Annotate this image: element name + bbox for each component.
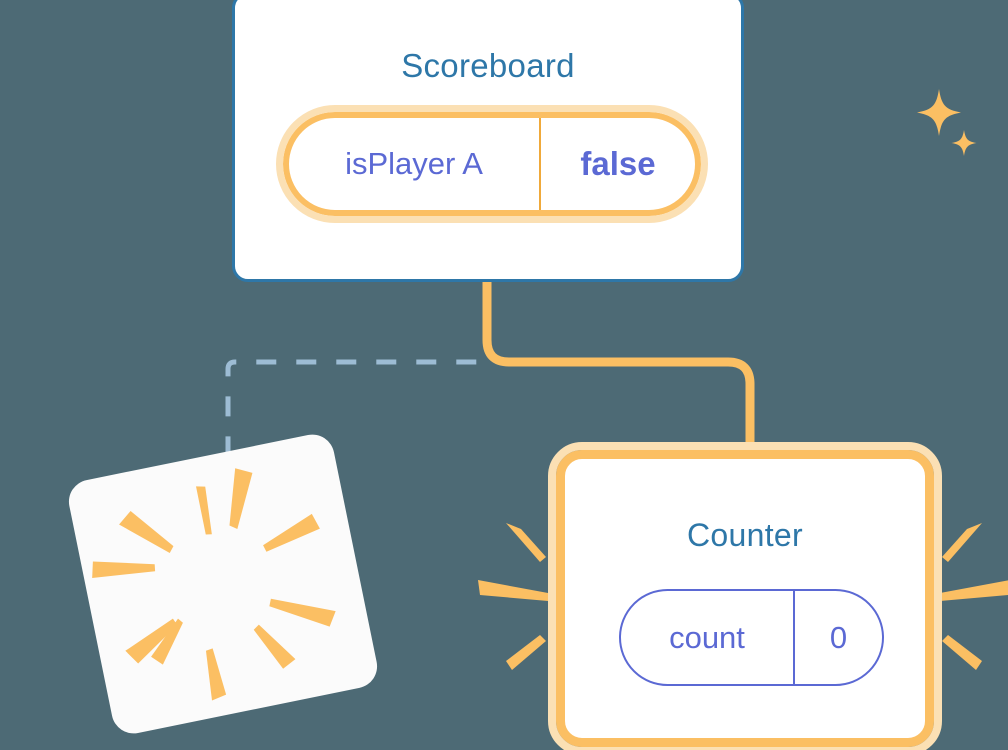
counter-burst-rays-left-icon xyxy=(478,523,548,670)
connector-solid-to-counter-card xyxy=(482,282,755,470)
scoreboard-state-key: isPlayer A xyxy=(289,118,541,210)
counter-card[interactable]: Counter count 0 xyxy=(548,442,942,750)
counter-state-key: count xyxy=(621,591,795,684)
sparkle-star-icon xyxy=(917,89,977,156)
scoreboard-card-title: Scoreboard xyxy=(401,47,575,84)
tilted-blank-card[interactable] xyxy=(64,430,382,738)
scoreboard-state-value: false xyxy=(580,145,656,182)
counter-card-title: Counter xyxy=(687,517,803,553)
counter-burst-rays-right-icon xyxy=(940,523,1008,670)
counter-state-pill[interactable]: count 0 xyxy=(619,589,884,686)
counter-state-value: 0 xyxy=(829,619,848,655)
scoreboard-state-pill[interactable]: isPlayer A false xyxy=(276,105,708,223)
burst-rays-icon xyxy=(92,468,336,701)
scoreboard-card[interactable]: Scoreboard isPlayer A false xyxy=(232,0,977,282)
